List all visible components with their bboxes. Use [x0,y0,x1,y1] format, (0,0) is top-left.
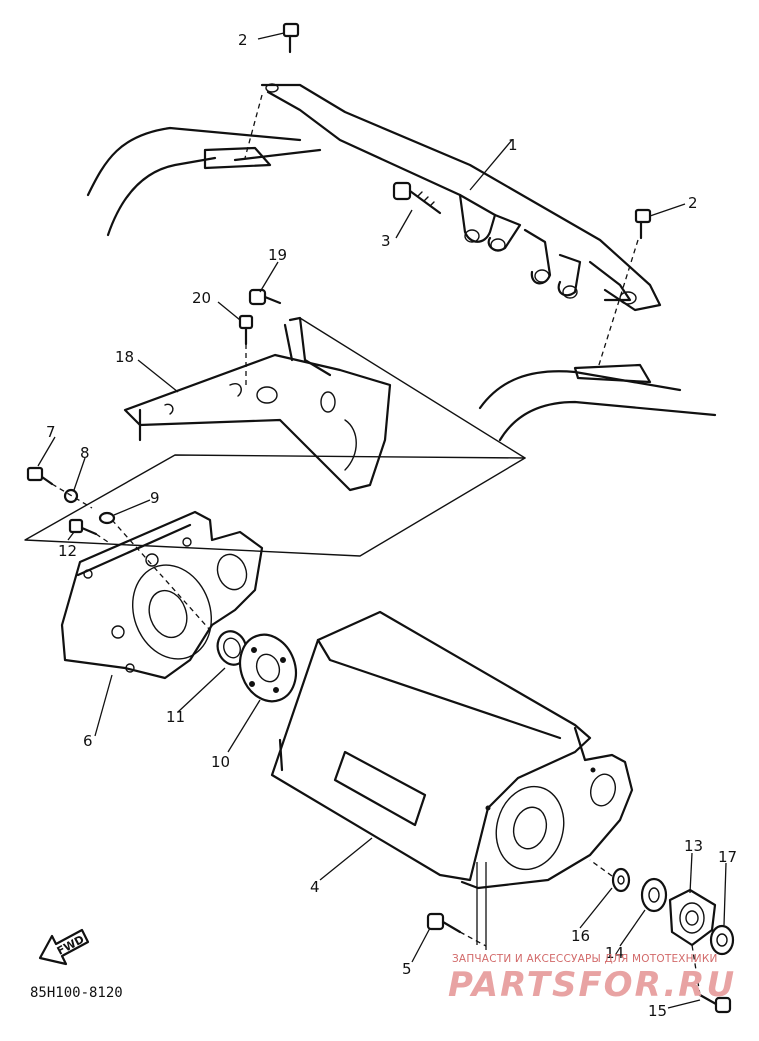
callout-17: 17 [718,848,737,866]
part-10-flange [238,633,298,703]
callout-15: 15 [648,1002,667,1020]
fwd-arrow-icon: FWD [38,928,90,966]
watermark-tagline: ЗАПЧАСТИ И АКСЕССУАРЫ ДЛЯ МОТОТЕХНИКИ [452,953,718,965]
callouts: 2 1 2 3 19 20 18 7 8 9 12 6 11 10 4 5 16… [46,31,737,1020]
drawing-code: 85H100-8120 [30,985,123,1001]
callout-13: 13 [684,837,703,855]
part-7-bolt [26,466,54,486]
part-17-seal [709,924,735,956]
part-2-bolt-right [634,208,652,240]
part-9-washer [98,511,116,525]
part-16-washer [611,867,631,893]
callout-20: 20 [192,289,211,307]
part-6-gear-case [60,510,264,680]
part-19-bolt [248,288,282,306]
part-3-bolt [392,181,442,215]
callout-7: 7 [46,423,56,441]
part-4-auger-housing [270,610,634,890]
callout-11: 11 [166,708,185,726]
part-12-bolt [68,518,98,536]
callout-4: 4 [310,878,320,896]
callout-5: 5 [402,960,412,978]
part-5-bolt [426,912,462,934]
callout-9: 9 [150,489,160,507]
callout-1: 1 [508,136,518,154]
part-13-bearing-housing [668,888,717,947]
callout-8: 8 [80,444,90,462]
callout-19: 19 [268,246,287,264]
part-18-sub-bracket [123,316,392,492]
callout-3: 3 [381,232,391,250]
assembly-dashed-lines [51,94,701,996]
part-15-bolt [698,993,732,1014]
callout-14: 14 [605,944,624,962]
part-2-bolt-top [282,22,300,54]
callout-2-top: 2 [238,31,248,49]
frame-tubes [86,126,717,442]
watermark: ЗАПЧАСТИ И АКСЕССУАРЫ ДЛЯ МОТОТЕХНИКИ PA… [448,953,736,1005]
callout-12: 12 [58,542,77,560]
callout-6: 6 [83,732,93,750]
callout-18: 18 [115,348,134,366]
reference-outline [24,317,526,557]
part-1-cross-bracket [260,83,662,312]
part-20-bolt [238,314,254,346]
callout-2-right: 2 [688,194,698,212]
callout-16: 16 [571,927,590,945]
callout-10: 10 [211,753,230,771]
leader-lines [37,32,727,1009]
part-14-bearing [640,877,668,913]
watermark-brand: PARTSFOR.RU [448,965,736,1005]
